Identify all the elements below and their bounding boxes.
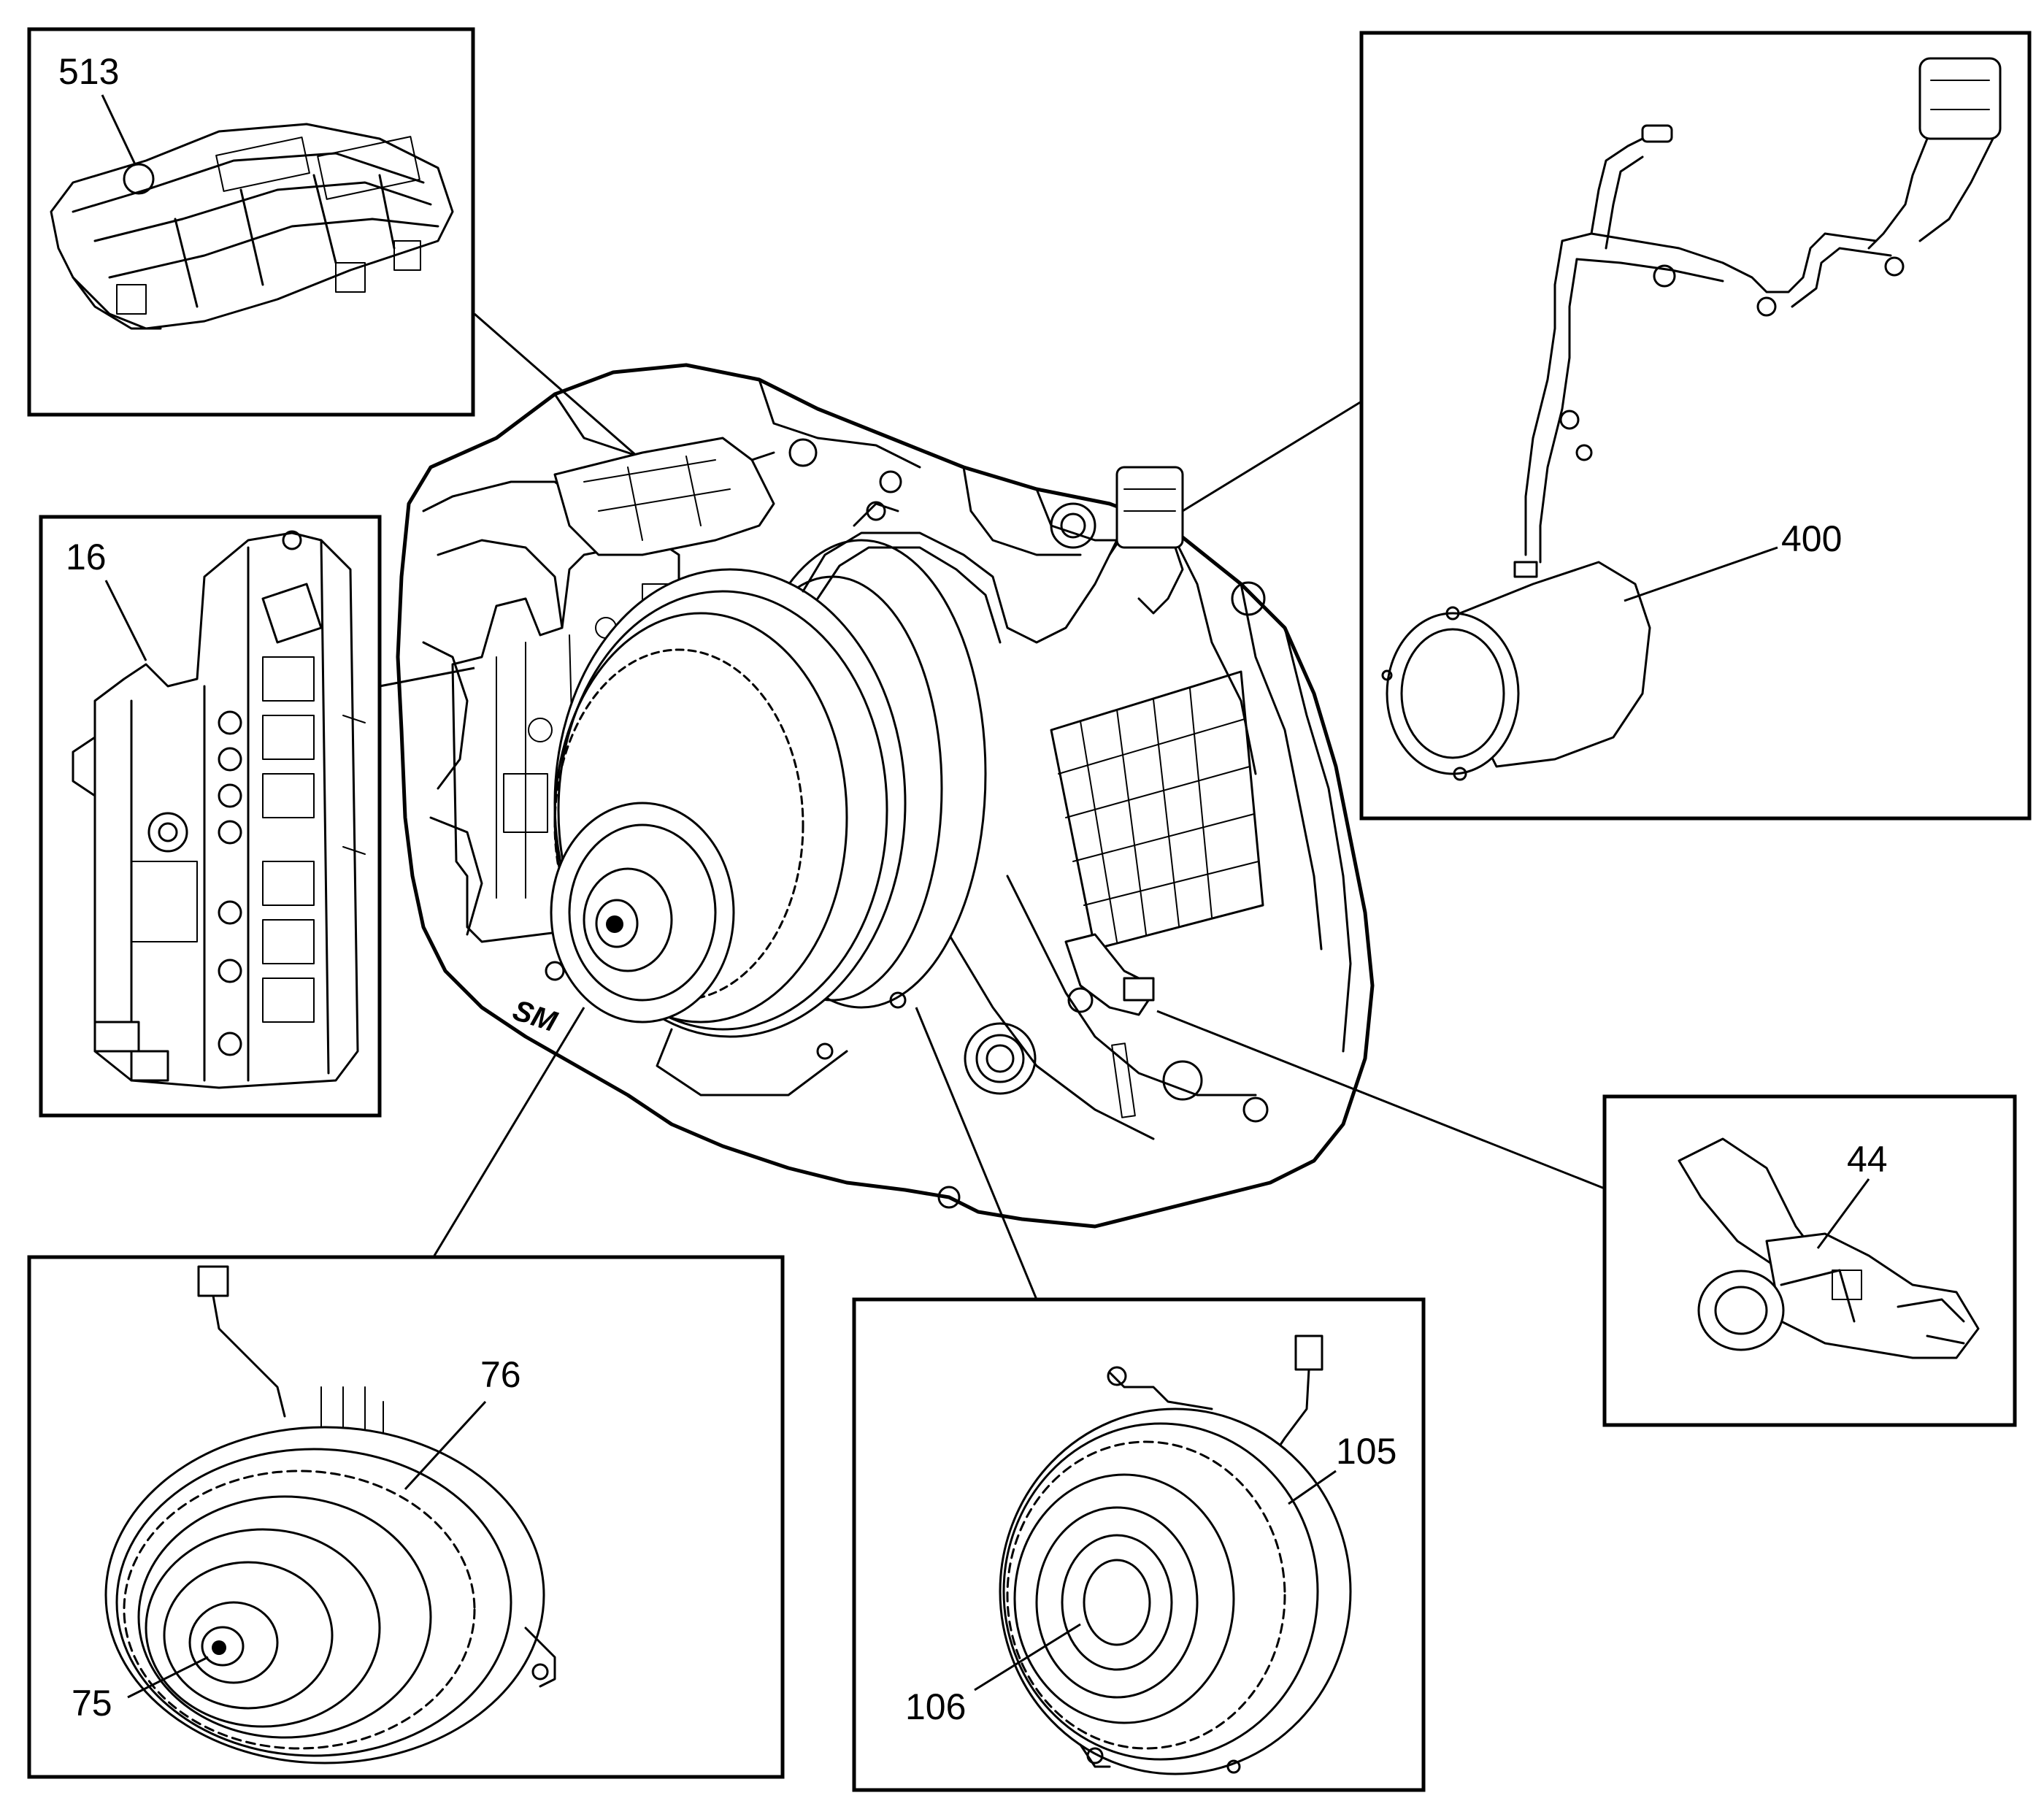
callout-75: 75 [72,1683,112,1724]
leader-106-part [974,1623,1081,1691]
inset-400: 400 [1359,31,2032,821]
leader-76-part [404,1400,487,1491]
leader-513-part [101,94,137,165]
leader-16-part [104,580,147,661]
output-seal [964,1022,1037,1095]
installed-speed-sensor [1064,933,1155,1016]
motor-assembly-b-part [999,1334,1352,1775]
transmission-housing: SM [396,363,1375,1229]
leader-44-part [1816,1178,1870,1249]
inset-76-75: 76 75 [27,1255,785,1779]
leader-105-part [1288,1470,1337,1505]
installed-valve-cover [553,437,775,556]
callout-106: 106 [905,1686,966,1727]
leader-lines [379,312,1605,1300]
leader-75-part [127,1656,209,1699]
leader-400 [1182,400,1362,512]
callout-44: 44 [1847,1139,1888,1180]
inset-513: 513 [27,27,475,417]
inset-16: 16 [39,515,382,1118]
callout-513: 513 [58,51,119,92]
callout-16: 16 [66,537,107,577]
callout-400: 400 [1781,518,1842,559]
solenoids [262,656,315,1023]
housing-rib-grid [1050,670,1264,950]
motor-canister-part [1381,561,1651,781]
leader-76-75 [433,1007,585,1256]
installed-harness [802,466,1184,644]
leader-44 [1156,1010,1605,1190]
callout-105: 105 [1336,1431,1396,1472]
leader-16 [379,667,475,688]
inset-105-106: 105 106 [852,1297,1426,1792]
speed-sensor-part [1678,1137,1980,1359]
leader-400-part [1624,546,1778,602]
valve-cover-part [50,123,454,330]
valve-body-ports [147,710,242,1056]
callout-76: 76 [480,1354,521,1395]
inset-44: 44 [1602,1094,2017,1427]
installed-motor-stack [550,539,987,1096]
motor-assembly-a-part [104,1265,556,1764]
harness-part [1524,57,2002,564]
leader-105-106 [915,1007,1038,1300]
control-valve-body-part [72,530,366,1089]
